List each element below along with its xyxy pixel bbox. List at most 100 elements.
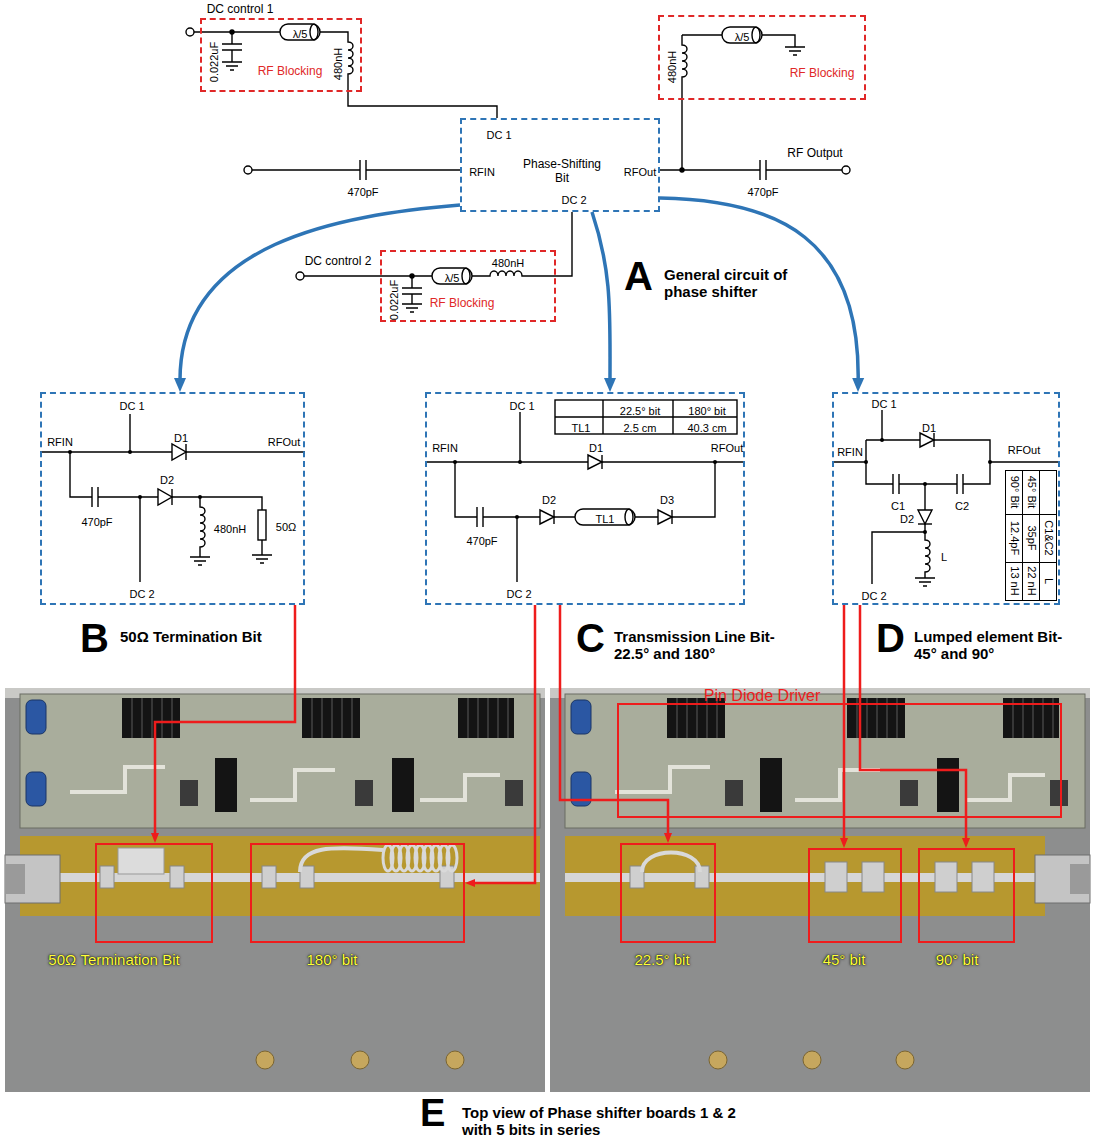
signal-label: RF Output — [787, 147, 842, 161]
bit-circuit-box: DC 122.5° bit180° bitTL12.5 cm40.3 cmRFI… — [425, 392, 745, 605]
photo-boards — [20, 836, 540, 916]
photo-boards — [446, 1051, 464, 1069]
component-label: 480nH — [492, 257, 524, 270]
component-label: DC 1 — [119, 400, 144, 413]
circuit-wires — [252, 160, 460, 180]
component-label: TL1 — [596, 513, 615, 526]
circuit-wires — [222, 32, 242, 70]
circuit-wires — [671, 510, 672, 524]
photo-boards — [5, 688, 545, 1092]
circuit-wires — [410, 274, 414, 278]
photo-boards — [351, 1051, 369, 1069]
connector-line — [660, 198, 858, 380]
connector — [660, 198, 864, 392]
arrow-head — [664, 833, 672, 843]
component-label: RFOut — [268, 436, 300, 449]
connector — [556, 212, 572, 276]
component-label: RF Blocking — [790, 67, 855, 81]
photo-boards — [5, 688, 1090, 1092]
photo-boards — [5, 864, 25, 894]
photo-boards — [935, 862, 957, 892]
signal-label: DC control 2 — [305, 255, 372, 269]
circuit-wires — [198, 495, 202, 499]
panel-caption: Top view of Phase shifter boards 1 & 2 w… — [462, 1104, 752, 1139]
component-label: D1 — [174, 432, 188, 445]
photo-boards — [122, 698, 180, 738]
component-label: λ/5 — [735, 31, 750, 44]
photo-boards — [256, 1051, 274, 1069]
photo-boards — [642, 853, 700, 873]
circuit-wires — [186, 28, 194, 36]
photo-boards — [709, 1051, 727, 1069]
connector — [592, 212, 616, 392]
photo-callout-box: 180° bit — [250, 843, 465, 943]
circuit-wires — [462, 268, 470, 284]
photo-boards — [825, 862, 847, 892]
arrow-head — [174, 378, 186, 392]
table-cell-text: 45° Bit — [1026, 476, 1037, 509]
photo-boards — [550, 688, 1090, 1092]
circuit-wires — [158, 489, 172, 505]
connector — [174, 205, 460, 392]
photo-boards — [118, 848, 164, 874]
table-cell — [1039, 470, 1057, 515]
circuit-wires — [842, 166, 850, 174]
component-label: 45° bit — [823, 951, 866, 968]
photo-boards — [505, 780, 523, 806]
circuit-wires — [923, 530, 927, 534]
component-label: RF Blocking — [430, 297, 495, 311]
photo-boards — [180, 780, 1068, 806]
component-label: λ/5 — [445, 272, 460, 285]
photo-boards — [1050, 780, 1068, 806]
photo-boards — [900, 780, 918, 806]
circuit-wires — [920, 433, 934, 447]
signal-label: DC control 1 — [207, 3, 274, 17]
circuit-wires — [555, 400, 737, 434]
circuit-wires — [515, 515, 519, 519]
photo-boards — [803, 1051, 821, 1069]
connector-line — [660, 100, 682, 170]
circuit-wires — [171, 489, 172, 505]
component-label: TL1 — [572, 421, 591, 434]
panel-caption: Lumped element Bit- 45° and 90° — [914, 628, 1079, 663]
component-label: λ/5 — [293, 28, 308, 41]
circuit-wires — [575, 509, 635, 525]
circuit-wires — [872, 484, 935, 586]
circuit-wires — [601, 455, 602, 469]
photo-callout-box: 22.5° bit — [620, 843, 716, 943]
component-label: DC 1 — [871, 398, 896, 411]
circuit-wires — [128, 450, 132, 454]
circuit-wires — [658, 510, 672, 524]
value-table: C1&C2L45° Bit35pF22 nH90° Bit12.4pF13 nH — [1006, 470, 1057, 600]
circuit-wires — [453, 460, 717, 519]
photo-boards — [972, 862, 994, 892]
circuit-wires — [923, 482, 927, 486]
connector-line — [843, 605, 846, 840]
component-label: 180° bit — [688, 404, 725, 417]
circuit-wires — [425, 412, 745, 582]
photo-boards — [215, 758, 237, 812]
photo-boards — [1035, 855, 1090, 903]
connector-line — [180, 205, 460, 380]
table-cell-text: 35pF — [1026, 525, 1037, 550]
circuit-wires — [304, 271, 556, 276]
panel-letter: B — [80, 618, 109, 658]
panel-letter: C — [576, 618, 605, 658]
arrow-head — [840, 838, 848, 848]
panel-caption: General circuit of phase shifter — [664, 266, 799, 301]
photo-callout-box: 45° bit — [808, 848, 902, 943]
arrow-head — [151, 833, 159, 843]
bit-circuit-box: C1&C2L45° Bit35pF22 nH90° Bit12.4pF13 nH… — [832, 392, 1060, 605]
photo-boards — [262, 866, 276, 888]
circuit-wires — [588, 455, 602, 469]
component-label: RFIN — [469, 166, 495, 179]
circuit-wires — [68, 450, 202, 499]
component-label: 480nH — [666, 51, 679, 83]
arrow-head — [962, 838, 970, 848]
photo-boards — [20, 694, 540, 828]
connector-line — [348, 92, 497, 118]
component-label: 0.022uF — [388, 280, 401, 320]
circuit-wires — [555, 400, 737, 434]
photo-callout-box: 90° bit — [918, 848, 1015, 943]
